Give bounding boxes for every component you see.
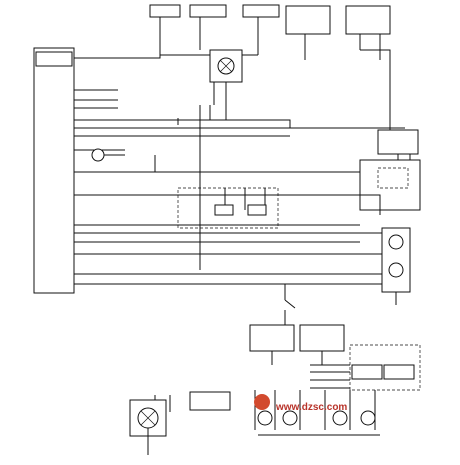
middle-relay-coil-2 bbox=[247, 204, 267, 216]
lower-right-dashed-box bbox=[349, 344, 421, 391]
fuse-box-1 bbox=[149, 4, 181, 18]
left-control-module bbox=[33, 47, 75, 294]
lower-right-module bbox=[310, 344, 421, 391]
bottom-lamps bbox=[254, 390, 380, 436]
fuse-box-3 bbox=[242, 4, 280, 18]
bottom-lamp-4 bbox=[360, 410, 376, 426]
left-sensor bbox=[91, 148, 125, 162]
bottom-lamp-2 bbox=[282, 410, 298, 426]
switch-box-top bbox=[345, 5, 391, 35]
lower-right-relay-box bbox=[299, 324, 345, 352]
watermark: www.dzsc.com bbox=[254, 394, 347, 413]
right-control-module bbox=[359, 95, 421, 215]
upper-module bbox=[209, 49, 243, 120]
watermark-logo-icon bbox=[254, 394, 270, 410]
right-switch-2 bbox=[388, 262, 404, 278]
right-switch-1 bbox=[388, 234, 404, 250]
right-switch-stack bbox=[360, 227, 411, 305]
bottom-left-label-box bbox=[189, 391, 231, 411]
top-power-feeds bbox=[149, 4, 391, 95]
left-sensor-body bbox=[91, 148, 105, 162]
watermark-url: www.dzsc.com bbox=[275, 402, 347, 413]
right-module-inner bbox=[377, 167, 409, 189]
lower-right-inner-2 bbox=[383, 364, 415, 380]
right-module-upper bbox=[359, 159, 421, 211]
middle-relay-coil-1 bbox=[214, 204, 234, 216]
bottom-left-assembly bbox=[129, 391, 231, 455]
right-module-top-box bbox=[377, 129, 419, 155]
left-module-box bbox=[33, 47, 75, 294]
lower-middle-switch bbox=[249, 284, 345, 365]
middle-relay-area bbox=[177, 187, 279, 229]
relay-box-top bbox=[285, 5, 331, 35]
bottom-lamp-1 bbox=[257, 410, 273, 426]
harness-lines bbox=[74, 30, 405, 285]
lower-right-inner-1 bbox=[351, 364, 383, 380]
bottom-lamp-3 bbox=[332, 410, 348, 426]
fuse-box-2 bbox=[189, 4, 227, 18]
middle-relay-dashed-box bbox=[177, 187, 279, 229]
left-module-header bbox=[35, 51, 73, 67]
lower-left-relay-box bbox=[249, 324, 295, 352]
